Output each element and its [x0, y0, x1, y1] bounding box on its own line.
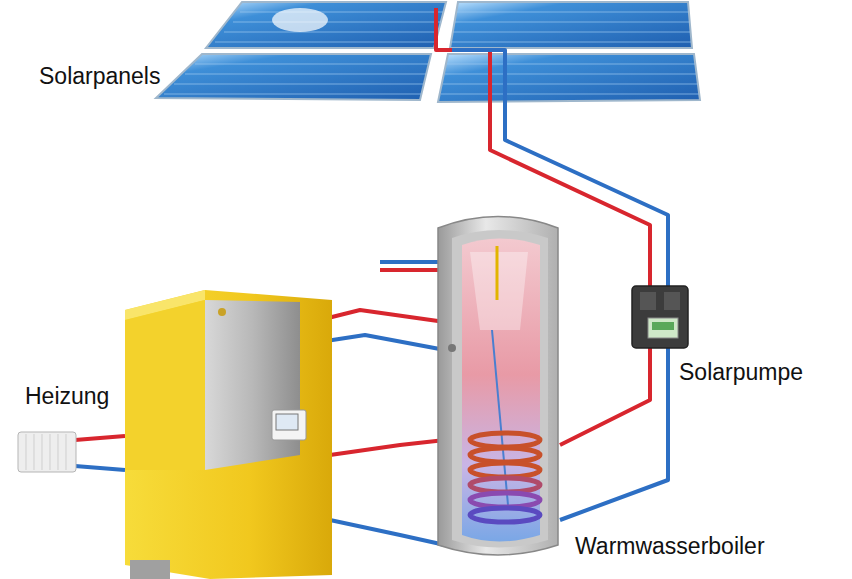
part-label: Heizung: [22, 382, 112, 410]
part-label: Warmwasserboiler: [572, 532, 768, 560]
radiator: [18, 432, 76, 472]
part-label: Solarpumpe: [676, 358, 806, 386]
solar-panels: [156, 2, 700, 102]
solar-pump: [632, 286, 688, 348]
pellet-boiler: [125, 290, 332, 579]
part-label: Solarpanels: [36, 62, 163, 90]
hot-water-boiler: [438, 217, 558, 556]
